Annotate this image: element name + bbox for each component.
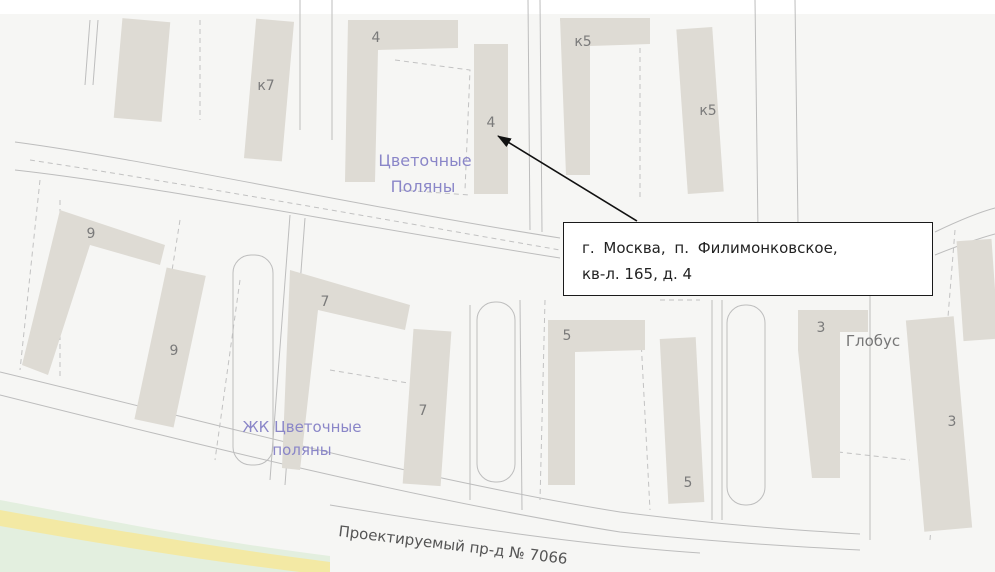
house-number-4a: 4 [372, 30, 381, 46]
house-number-5a: 5 [563, 328, 572, 344]
address-line-2: кв-л. 165, д. 4 [582, 265, 693, 283]
house-number-k7: к7 [257, 78, 274, 94]
address-callout: г. Москва, п. Филимонковское, кв-л. 165,… [563, 222, 933, 296]
address-line-1: г. Москва, п. Филимонковское, [582, 239, 838, 257]
place-labels: Цветочные Поляны ЖК Цветочные поляны Гло… [243, 151, 901, 459]
house-number-9a: 9 [87, 226, 96, 242]
arrow-pointer-icon [497, 135, 638, 222]
place-label-polyany: Поляны [391, 177, 456, 196]
yellow-road [0, 510, 330, 572]
place-label-globus: Глобус [846, 332, 900, 350]
house-number-3b: 3 [948, 414, 957, 430]
house-number-5b: 5 [684, 475, 693, 491]
house-number-9b: 9 [170, 343, 179, 359]
house-number-k5b: к5 [699, 103, 716, 119]
house-number-4b: 4 [487, 115, 496, 131]
buildings [22, 18, 995, 532]
house-number-7a: 7 [321, 294, 330, 310]
place-label-zhk-polyany: поляны [272, 441, 331, 459]
place-label-zhk: ЖК Цветочные [243, 418, 362, 436]
road-loops [232, 254, 766, 506]
house-number-3a: 3 [817, 320, 826, 336]
house-number-k5a: к5 [574, 34, 591, 50]
house-numbers: 4 4 к5 к5 к7 9 9 7 7 5 5 3 3 [87, 30, 957, 491]
top-strip [0, 0, 995, 14]
house-number-7b: 7 [419, 403, 428, 419]
place-label-tsvetochnye: Цветочные [378, 151, 471, 170]
